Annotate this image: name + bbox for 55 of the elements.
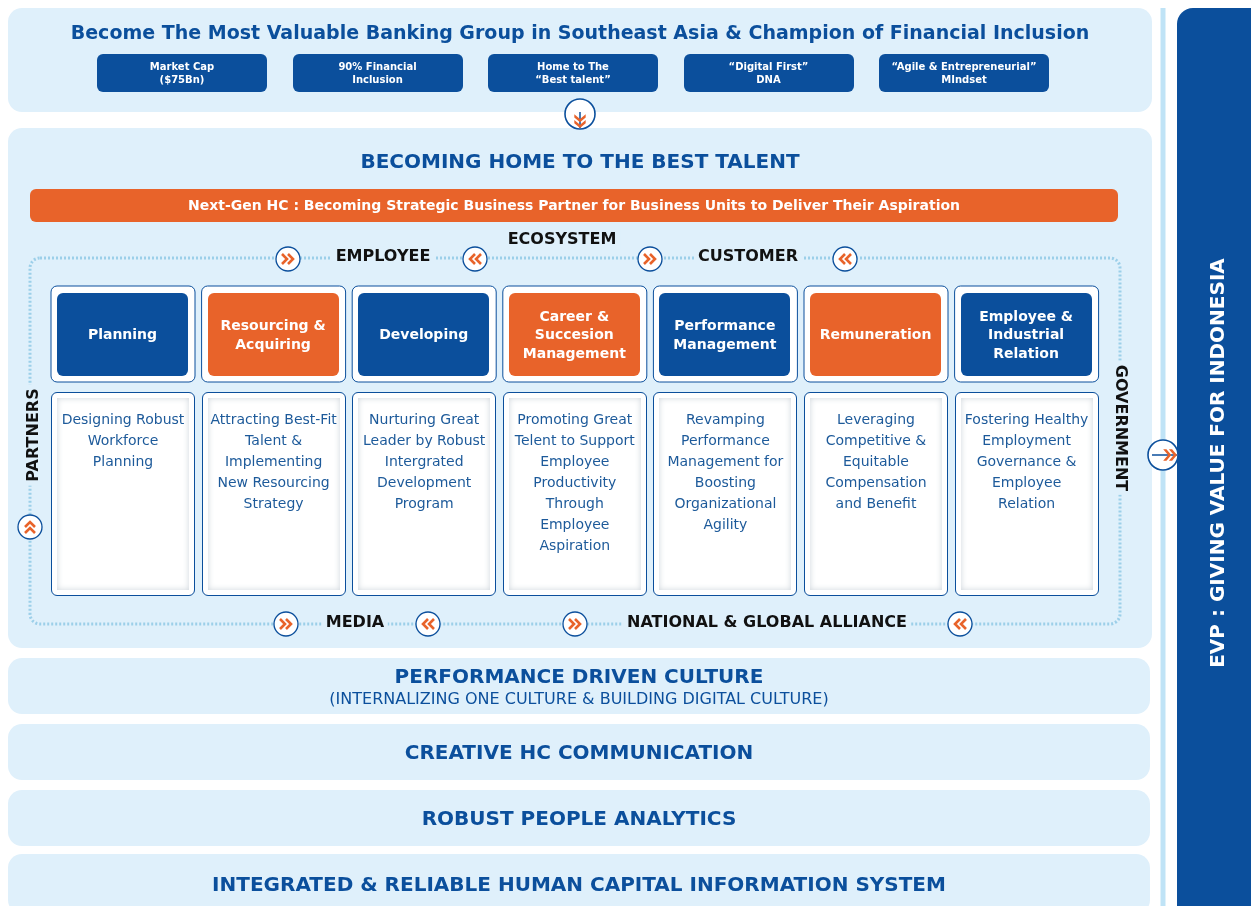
pillar-title: Remuneration <box>819 325 932 344</box>
pill-label: Market Cap ($75Bn) <box>148 60 216 86</box>
pill-box <box>97 54 267 92</box>
description-card <box>653 392 798 596</box>
band-panel <box>8 658 1150 714</box>
band-title: Become The Most Valuable Banking Group in Southeast Asia & Champion of Financial Inclusion <box>70 20 1090 45</box>
band-panel <box>8 790 1150 846</box>
pillar-tile <box>207 293 339 376</box>
description-text: Attracting Best-Fit Talent & Implementing New Resourcing Strategy <box>209 410 338 513</box>
pillar-tile <box>810 293 941 376</box>
banner-text: Next-Gen HC : Becoming Strategic Business Partner for Business Units to Deliver Their Aspiration <box>187 196 961 215</box>
band-subtitle: (INTERNALIZING ONE CULTURE & BUILDING DIGITAL CULTURE) <box>329 688 829 710</box>
description-text: Designing Robust Workforce Planning <box>60 410 186 471</box>
pill-box <box>292 54 463 92</box>
pillar-title: Developing <box>379 325 469 344</box>
pillar-title: Career & Succesion Management <box>521 307 627 362</box>
band-title: CREATIVE HC COMMUNICATION <box>404 739 754 765</box>
band-panel <box>8 854 1150 906</box>
pill-label: “Agile & Entrepreneurial” MIndset <box>890 60 1038 86</box>
description-text: Nurturing Great Leader by Robust Intergrated Development Program <box>362 410 487 513</box>
band-title: BECOMING HOME TO THE BEST TALENT <box>360 148 800 174</box>
band-title: PERFORMANCE DRIVEN CULTURE <box>394 662 764 689</box>
pillar-title: Resourcing & Acquiring <box>219 316 327 353</box>
pillar-title: Planning <box>87 325 158 344</box>
evp-title: EVP : GIVING VALUE FOR INDONESIA <box>1204 258 1230 668</box>
band-panel <box>8 8 1152 112</box>
description-card <box>352 392 497 596</box>
pill-box <box>879 54 1049 92</box>
description-text: Fostering Healthy Employment Governance & Employee Relation <box>963 410 1090 513</box>
pill-label: 90% Financial Inclusion <box>337 60 418 86</box>
pillar-tile <box>358 293 490 376</box>
pillar-tile <box>508 293 640 376</box>
pill-label: “Digital First” DNA <box>728 60 809 86</box>
description-card <box>954 392 1099 596</box>
band-panel <box>8 128 1152 648</box>
description-card <box>804 392 948 596</box>
band-title: INTEGRATED & RELIABLE HUMAN CAPITAL INFORMATION SYSTEM <box>212 871 946 897</box>
description-text: Revamping Performance Management for Boosting Organizational Agility <box>666 410 785 534</box>
pill-box <box>488 54 658 92</box>
banner-bar <box>30 189 1118 222</box>
description-card <box>502 392 647 596</box>
pill-label: Home to The “Best talent” <box>534 60 612 86</box>
description-text: Leveraging Competitive & Equitable Compensation and Benefit <box>824 410 928 513</box>
pillar-title: Employee & Industrial Relation <box>978 307 1074 362</box>
description-card <box>201 392 346 596</box>
pillar-tile <box>960 293 1092 376</box>
evp-bar <box>1177 8 1251 906</box>
description-text: Promoting Great Telent to Support Employee Productivity Through Employee Aspiration <box>513 410 636 555</box>
description-card <box>51 392 195 596</box>
pillar-title: Performance Management <box>672 316 778 353</box>
band-panel <box>8 724 1150 780</box>
pillar-tile <box>57 293 188 376</box>
pillar-tile <box>659 293 791 376</box>
band-title: ROBUST PEOPLE ANALYTICS <box>421 805 737 831</box>
pill-box <box>683 54 854 92</box>
